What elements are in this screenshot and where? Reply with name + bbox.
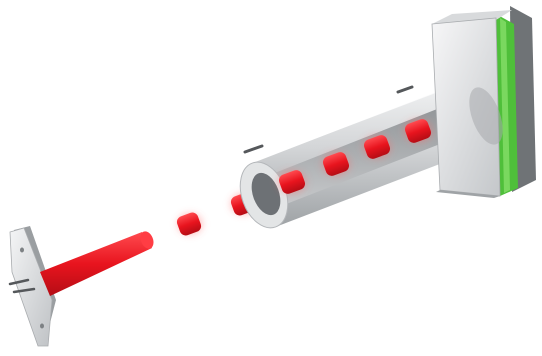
beam-rod xyxy=(40,232,152,296)
tube-rod xyxy=(398,87,412,92)
beam-bunch xyxy=(274,167,310,197)
beam-continuous-segment xyxy=(40,229,156,296)
beam-bunch xyxy=(174,210,206,238)
beam-bunch xyxy=(359,132,395,162)
beam-bunch xyxy=(400,116,436,146)
beam-bunch xyxy=(318,149,354,179)
tube-rod xyxy=(245,146,262,152)
flange-bolt-hole xyxy=(40,324,44,329)
flange-face xyxy=(10,228,52,346)
flange-bolt-hole xyxy=(20,248,24,253)
